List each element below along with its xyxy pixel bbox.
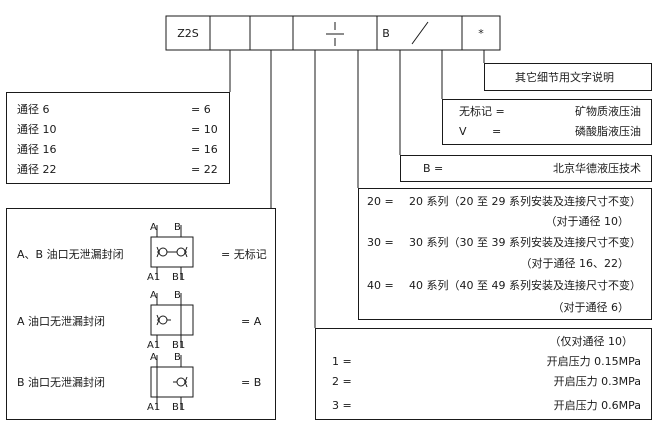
- port-b1-label: B1: [172, 272, 186, 283]
- model-star-field: *: [478, 26, 484, 40]
- pressure-header: （仅对通径 10）: [549, 335, 634, 348]
- tech-box: B = 北京华德液压技术: [400, 155, 652, 182]
- model-prefix: Z2S: [177, 26, 199, 40]
- size-row-label: 通径 16: [17, 143, 57, 156]
- check-valve-box: A、B 油口无泄漏封闭 = 无标记 A 油口无泄漏封闭 = A B 油口无泄漏封…: [6, 208, 276, 420]
- pressure-row-value: 开启压力 0.3MPa: [553, 375, 641, 388]
- pressure-box: （仅对通径 10） 1 = 开启压力 0.15MPa 2 = 开启压力 0.3M…: [315, 328, 652, 420]
- details-note: 其它细节用文字说明: [515, 71, 614, 84]
- pressure-row-label: 1 =: [332, 355, 352, 368]
- series-row-value: 30 系列（30 至 39 系列安装及连接尺寸不变）: [409, 236, 641, 249]
- check-row-eq: = B: [241, 376, 262, 389]
- port-b-label: B: [174, 290, 181, 301]
- size-row-eq: = 16: [191, 143, 218, 156]
- series-row-sub: （对于通径 16、22）: [520, 257, 630, 270]
- oil-row-label: 无标记 =: [459, 105, 505, 118]
- port-a-label: A: [150, 222, 157, 233]
- oil-type-box: 无标记 = 矿物质液压油 V = 磷酸脂液压油: [442, 99, 652, 145]
- series-row-label: 30 =: [367, 236, 394, 249]
- series-row-sub: （对于通径 6）: [552, 301, 630, 314]
- a-check-valve-symbol: [150, 293, 194, 347]
- oil-row-label: V =: [459, 125, 502, 138]
- tech-value: 北京华德液压技术: [553, 162, 641, 175]
- nominal-size-box: 通径 6 = 6 通径 10 = 10 通径 16 = 16 通径 22 = 2…: [6, 92, 230, 184]
- size-row-eq: = 10: [191, 123, 218, 136]
- size-row-label: 通径 6: [17, 103, 50, 116]
- port-b-label: B: [174, 352, 181, 363]
- size-row-label: 通径 10: [17, 123, 57, 136]
- tech-label: B =: [423, 162, 444, 175]
- port-a1-label: A1: [147, 402, 161, 413]
- size-row-eq: = 22: [191, 163, 218, 176]
- pressure-row-value: 开启压力 0.6MPa: [553, 399, 641, 412]
- size-row-eq: = 6: [191, 103, 211, 116]
- check-row-label: A 油口无泄漏封闭: [17, 315, 106, 328]
- pressure-row-value: 开启压力 0.15MPa: [546, 355, 641, 368]
- port-a-label: A: [150, 290, 157, 301]
- b-check-valve-symbol: [150, 355, 194, 409]
- series-row-label: 40 =: [367, 279, 394, 292]
- check-row-eq: = 无标记: [221, 248, 267, 261]
- oil-row-value: 磷酸脂液压油: [575, 125, 641, 138]
- port-a-label: A: [150, 352, 157, 363]
- port-b-label: B: [174, 222, 181, 233]
- port-a1-label: A1: [147, 272, 161, 283]
- oil-row-value: 矿物质液压油: [575, 105, 641, 118]
- port-b1-label: B1: [172, 340, 186, 351]
- series-row-value: 40 系列（40 至 49 系列安装及连接尺寸不变）: [409, 279, 641, 292]
- port-b1-label: B1: [172, 402, 186, 413]
- details-note-box: 其它细节用文字说明: [484, 63, 652, 91]
- check-row-label: A、B 油口无泄漏封闭: [17, 248, 124, 261]
- check-row-eq: = A: [241, 315, 262, 328]
- pressure-row-label: 2 =: [332, 375, 352, 388]
- series-row-label: 20 =: [367, 195, 394, 208]
- double-check-valve-symbol: [150, 225, 194, 279]
- model-code-frame: [165, 15, 501, 51]
- series-row-sub: （对于通径 10）: [545, 215, 630, 228]
- port-a1-label: A1: [147, 340, 161, 351]
- model-b-field: B: [382, 26, 390, 40]
- series-row-value: 20 系列（20 至 29 系列安装及连接尺寸不变）: [409, 195, 641, 208]
- slash-mark: [411, 21, 429, 45]
- size-row-label: 通径 22: [17, 163, 57, 176]
- check-row-label: B 油口无泄漏封闭: [17, 376, 106, 389]
- pressure-row-label: 3 =: [332, 399, 352, 412]
- series-box: 20 = 20 系列（20 至 29 系列安装及连接尺寸不变） （对于通径 10…: [358, 188, 652, 320]
